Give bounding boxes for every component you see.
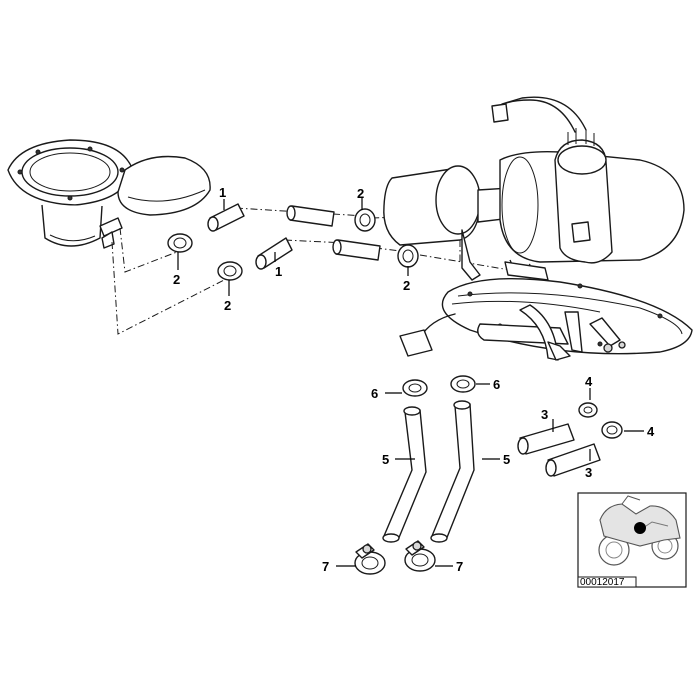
callout-5-right: 5 (503, 452, 510, 467)
hose-part-3 (517, 423, 601, 477)
callout-1-upper: 1 (219, 185, 226, 200)
callout-2-lower: 2 (224, 298, 231, 313)
hose-part-5 (382, 400, 475, 543)
motorcycle-icon (598, 495, 681, 566)
callout-7-right: 7 (456, 559, 463, 574)
callout-3-lower: 3 (585, 465, 592, 480)
hose-part-1 (207, 203, 293, 270)
callout-6-right: 6 (493, 377, 500, 392)
filler-flange (7, 139, 211, 249)
callout-7-left: 7 (322, 559, 329, 574)
hose-upper (286, 205, 381, 261)
callout-4-right: 4 (647, 424, 655, 439)
clamp-part-7 (354, 540, 436, 575)
clamp-part-2 (167, 208, 419, 281)
callout-labels: 1 2 2 1 2 2 6 6 5 5 3 4 4 3 7 7 (173, 185, 655, 574)
motorcycle-inset: 00012017 (577, 492, 687, 588)
callout-6-left: 6 (371, 386, 378, 401)
callout-4-upper: 4 (585, 374, 593, 389)
callout-1-lower: 1 (275, 264, 282, 279)
fuel-pump-assembly (383, 96, 693, 361)
clamp-part-6 (402, 375, 476, 397)
callout-2-upper: 2 (357, 186, 364, 201)
clamp-part-4 (578, 402, 623, 439)
leader-lines (177, 198, 644, 567)
callout-2-right: 2 (403, 278, 410, 293)
callout-3-upper: 3 (541, 407, 548, 422)
inset-code: 00012017 (580, 577, 625, 588)
callout-2-left: 2 (173, 272, 180, 287)
callout-5-left: 5 (382, 452, 389, 467)
